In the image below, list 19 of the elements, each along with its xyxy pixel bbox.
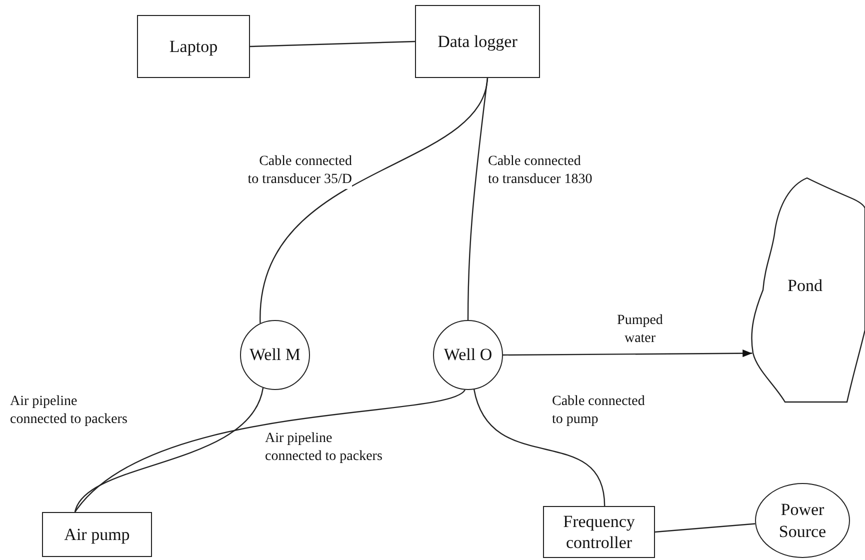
process-box: [137, 15, 250, 78]
connector-line: [74, 389, 466, 512]
connector-line: [474, 389, 606, 506]
connector-line: [467, 78, 488, 320]
process-box: [415, 5, 540, 78]
node-label: Power Source: [778, 499, 828, 542]
node-label: Frequency controller: [562, 510, 636, 554]
node-label: Air pump: [63, 524, 131, 546]
connector-line: [74, 388, 264, 512]
process-box: [42, 512, 152, 557]
node-label: Data logger: [436, 30, 518, 52]
node-label: Well M: [248, 344, 302, 366]
node-label: Well O: [442, 344, 494, 366]
node-label: Pond: [786, 275, 824, 297]
node-label: Laptop: [168, 36, 219, 58]
connector-line: [250, 40, 416, 48]
arrow: [503, 350, 752, 358]
process-box: [543, 506, 655, 558]
connector-line: [654, 523, 756, 533]
